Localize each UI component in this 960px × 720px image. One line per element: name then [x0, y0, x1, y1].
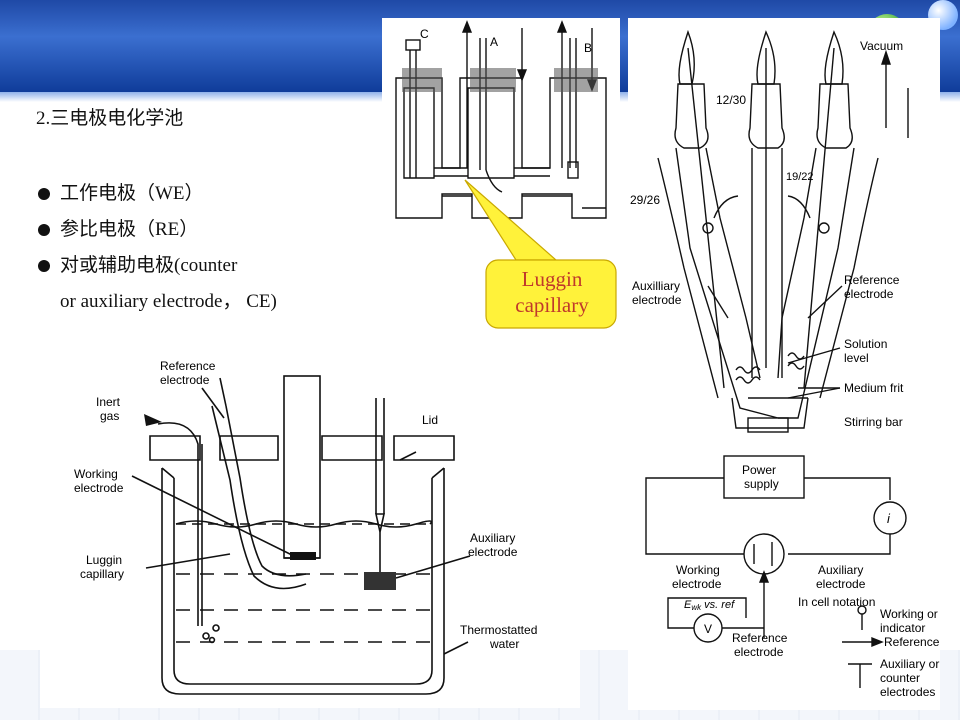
legend-auxiliary-label-1: Auxiliary or	[880, 657, 939, 671]
medium-frit-label: Medium frit	[844, 381, 904, 395]
bullet-dot-icon	[38, 188, 50, 200]
label-c: C	[420, 27, 429, 41]
reference-electrode-label-1: Reference	[160, 359, 216, 373]
inert-gas-label-2: gas	[100, 409, 119, 423]
power-supply-label-2: supply	[744, 477, 779, 491]
h-cell-panel: Vacuum 12/30 19/22 29/26 Auxilliary elec…	[628, 18, 940, 448]
luggin-capillary-label-2: capillary	[80, 567, 124, 581]
auxiliary-electrode-label-1: Auxiliary	[470, 531, 515, 545]
label-a: A	[490, 35, 498, 49]
auxiliary-electrode-label-2: electrode	[468, 545, 518, 559]
bullet-list: 工作电极（WE） 参比电极（RE） 对或辅助电极(counter or auxi…	[38, 176, 277, 320]
bullet-item: 参比电极（RE）	[38, 212, 277, 248]
legend-auxiliary-label-3: electrodes	[880, 685, 935, 699]
cell-top-panel: C A B	[382, 18, 620, 240]
lid-label: Lid	[422, 413, 438, 427]
bullet-dot-icon	[38, 224, 50, 236]
luggin-capillary-label-1: Luggin	[86, 553, 122, 567]
working-electrode-label-1: Working	[74, 467, 118, 481]
joint-29-26-label: 29/26	[630, 193, 660, 207]
reference-electrode-label-2: electrode	[844, 287, 894, 301]
legend-working-label-2: indicator	[880, 621, 925, 635]
bullet-dot-icon	[38, 260, 50, 272]
power-supply-label-1: Power	[742, 463, 776, 477]
beaker-panel: Reference electrode Inert gas Lid Workin…	[40, 348, 580, 708]
inert-gas-label-1: Inert	[96, 395, 121, 409]
working-electrode-label-2: electrode	[672, 577, 722, 591]
auxiliary-electrode-label-1: Auxiliary	[818, 563, 863, 577]
bullet-item: 对或辅助电极(counter	[38, 248, 277, 284]
solution-level-label-2: level	[844, 351, 869, 365]
bullet-continuation: or auxiliary electrode， CE)	[60, 291, 277, 312]
joint-19-22-label: 19/22	[786, 171, 814, 183]
potential-label: Ewk vs. ref	[684, 599, 735, 612]
reference-electrode-label-1: Reference	[844, 273, 900, 287]
reference-electrode-label-1: Reference	[732, 631, 788, 645]
auxiliary-electrode-label-2: electrode	[632, 293, 682, 307]
legend-auxiliary-label-2: counter	[880, 671, 920, 685]
thermostatted-water-label-2: water	[489, 637, 519, 651]
reference-electrode-label-2: electrode	[734, 645, 784, 659]
cell-top-diagram: C A B	[395, 20, 607, 219]
voltmeter-label: V	[704, 622, 712, 636]
slide-title: 2.三电极电化学池	[36, 108, 184, 129]
working-electrode-label-1: Working	[676, 563, 720, 577]
auxiliary-electrode-label-1: Auxilliary	[632, 279, 680, 293]
legend-working-label-1: Working or	[880, 607, 938, 621]
h-cell-diagram: Vacuum 12/30 19/22 29/26 Auxilliary elec…	[630, 29, 909, 433]
circuit-panel: Power supply i Working electrode Auxilia…	[628, 448, 940, 710]
current-symbol: i	[887, 511, 891, 526]
in-cell-notation-label: In cell notation	[798, 595, 875, 609]
bullet-item: 工作电极（WE）	[38, 176, 277, 212]
circuit-diagram: Power supply i Working electrode Auxilia…	[645, 455, 940, 699]
luggin-callout-label: Luggin capillary	[515, 267, 589, 317]
vacuum-label: Vacuum	[860, 39, 903, 53]
solution-level-label-1: Solution	[844, 337, 887, 351]
joint-12-30-label: 12/30	[716, 93, 746, 107]
label-b: B	[584, 41, 592, 55]
stirring-bar-label: Stirring bar	[844, 415, 903, 429]
thermostatted-water-label-1: Thermostatted	[460, 623, 537, 637]
legend-reference-label: Reference	[884, 635, 940, 649]
reference-electrode-label-2: electrode	[160, 373, 210, 387]
working-electrode-label-2: electrode	[74, 481, 124, 495]
auxiliary-electrode-label-2: electrode	[816, 577, 866, 591]
beaker-diagram: Reference electrode Inert gas Lid Workin…	[74, 359, 537, 695]
